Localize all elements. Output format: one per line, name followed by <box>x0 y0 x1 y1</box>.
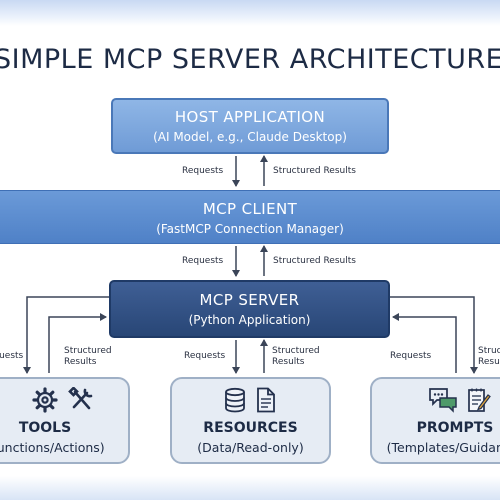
resources-requests-label: Requests <box>184 351 226 361</box>
server-subtitle: (Python Application) <box>188 313 311 327</box>
client-subtitle: (FastMCP Connection Manager) <box>156 222 344 236</box>
chat-bubbles-icon <box>429 388 457 413</box>
mcp-client-band: MCP CLIENT (FastMCP Connection Manager) <box>0 190 500 244</box>
document-icon <box>257 387 275 413</box>
tools-results-label: Structured Results <box>64 346 112 367</box>
resources-title: RESOURCES <box>203 420 298 436</box>
host-title: HOST APPLICATION <box>174 108 326 126</box>
tools-subtitle: (Functions/Actions) <box>0 440 105 455</box>
host-requests-label: Requests <box>182 166 224 176</box>
prompts-title: PROMPTS <box>416 420 494 436</box>
tools-title: TOOLS <box>18 420 72 436</box>
host-application-box: HOST APPLICATION (AI Model, e.g., Claude… <box>111 98 389 154</box>
prompts-requests-label: Requests <box>390 351 432 361</box>
database-icon <box>225 387 245 413</box>
prompts-subtitle: (Templates/Guidance) <box>386 440 500 455</box>
resources-subtitle: (Data/Read-only) <box>197 440 304 455</box>
client-requests-label: Requests <box>182 256 224 266</box>
tools-requests-label: Requests <box>0 351 24 361</box>
resources-results-label: Structured Results <box>272 346 320 367</box>
prompts-results-label: Structured Results <box>478 346 500 367</box>
prompts-box: PROMPTS (Templates/Guidance) <box>370 377 500 464</box>
host-results-label: Structured Results <box>273 166 356 176</box>
arrow-tools-to-server <box>48 313 107 373</box>
resources-box: RESOURCES (Data/Read-only) <box>170 377 331 464</box>
arrow-server-to-tools <box>23 296 109 374</box>
client-title: MCP CLIENT <box>202 200 298 218</box>
client-results-label: Structured Results <box>273 256 356 266</box>
server-title: MCP SERVER <box>199 291 300 309</box>
arrow-prompts-to-server <box>392 313 457 373</box>
notepad-pencil-icon <box>468 388 491 412</box>
gear-icon <box>32 387 59 413</box>
wrench-screwdriver-icon <box>67 387 92 410</box>
diagram-title: SIMPLE MCP SERVER ARCHITECTURE <box>0 44 500 75</box>
tools-box: TOOLS (Functions/Actions) <box>0 377 130 464</box>
mcp-server-box: MCP SERVER (Python Application) <box>109 280 390 338</box>
host-subtitle: (AI Model, e.g., Claude Desktop) <box>153 130 347 144</box>
arrow-server-to-prompts <box>390 296 478 374</box>
